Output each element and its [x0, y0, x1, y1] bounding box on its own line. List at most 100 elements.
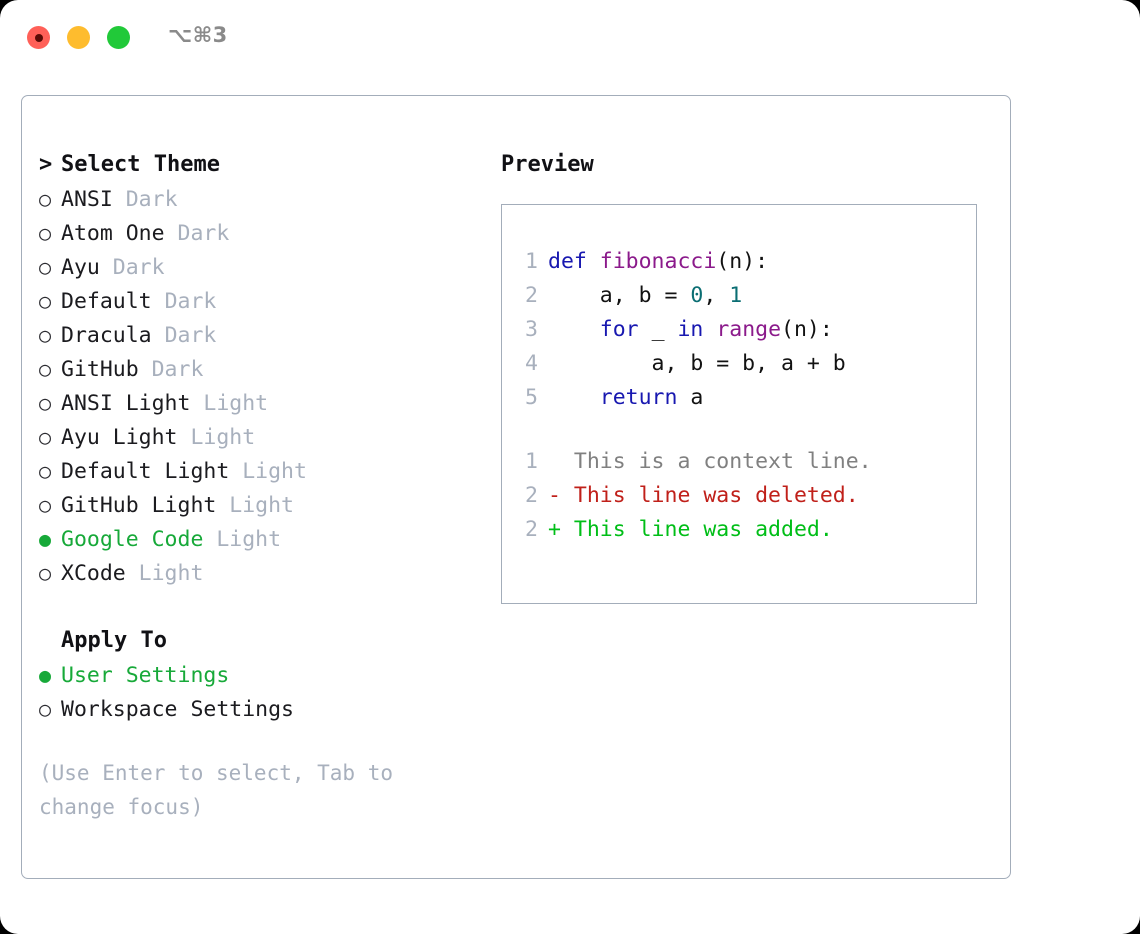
- traffic-lights: [27, 26, 130, 49]
- radio-unselected-icon: ○: [39, 391, 52, 415]
- apply-to-header: Apply To: [39, 624, 489, 658]
- theme-variant-tag: Dark: [164, 323, 217, 348]
- theme-picker-frame: >Select Theme ○ANSI Dark○Atom One Dark○A…: [21, 95, 1011, 879]
- radio-unselected-icon: ○: [39, 255, 52, 279]
- diff-text: + This line was added.: [548, 517, 833, 542]
- code-token: return: [599, 385, 678, 410]
- code-token: (n):: [781, 317, 833, 342]
- radio-selected-icon: ●: [39, 527, 52, 551]
- diff-line-del: 2 - This line was deleted.: [514, 479, 968, 513]
- code-line: 2 a, b = 0, 1: [514, 279, 968, 313]
- theme-option-github-light[interactable]: ○ GitHub Light Light: [39, 488, 489, 522]
- radio-unselected-icon: ○: [39, 187, 52, 211]
- code-token: in: [677, 317, 704, 342]
- theme-option-google-code[interactable]: ● Google Code Light: [39, 522, 489, 556]
- list-spacer: [39, 590, 489, 624]
- theme-option-ayu[interactable]: ○ Ayu Dark: [39, 250, 489, 284]
- radio-unselected-icon: ○: [39, 357, 52, 381]
- code-diff-separator: [514, 415, 968, 445]
- select-theme-header: > Select Theme: [39, 148, 489, 182]
- theme-variant-tag: Light: [242, 459, 307, 484]
- zoom-button[interactable]: [107, 26, 130, 49]
- theme-option-ayu-light[interactable]: ○ Ayu Light Light: [39, 420, 489, 454]
- theme-name: GitHub Light: [61, 493, 230, 518]
- code-line: 5 return a: [514, 381, 968, 415]
- apply-option-user-settings[interactable]: ● User Settings: [39, 658, 489, 692]
- code-token: a: [677, 385, 704, 410]
- theme-variant-tag: Dark: [164, 289, 217, 314]
- theme-name: Default: [61, 289, 165, 314]
- code-token: fibonacci: [599, 249, 717, 274]
- theme-option-xcode[interactable]: ○XCode Light: [39, 556, 489, 590]
- code-token: a, b = b, a + b: [548, 351, 846, 376]
- select-theme-label: Select Theme: [61, 152, 220, 177]
- line-number: 4: [525, 351, 538, 376]
- theme-option-default[interactable]: ○ Default Dark: [39, 284, 489, 318]
- theme-name: ANSI: [61, 187, 126, 212]
- diff-line-ctx: 1 This is a context line.: [514, 445, 968, 479]
- theme-option-dracula[interactable]: ○Dracula Dark: [39, 318, 489, 352]
- theme-name: Ayu: [61, 255, 113, 280]
- apply-to-options-list: ● User Settings ○ Workspace Settings: [39, 658, 489, 726]
- code-token: 1: [729, 283, 743, 308]
- radio-unselected-icon: ○: [39, 493, 52, 517]
- radio-unselected-icon: ○: [39, 289, 52, 313]
- radio-unselected-icon: ○: [39, 425, 52, 449]
- theme-option-ansi-light[interactable]: ○ ANSI Light Light: [39, 386, 489, 420]
- theme-option-default-light[interactable]: ○Default Light Light: [39, 454, 489, 488]
- line-number: 2: [525, 283, 538, 308]
- line-number: 2: [525, 483, 538, 508]
- line-number: 5: [525, 385, 538, 410]
- title-bar: ⌥⌘3: [0, 0, 1140, 78]
- apply-to-label: Apply To: [61, 628, 167, 653]
- radio-unselected-icon: ○: [39, 221, 52, 245]
- code-token: [548, 385, 600, 410]
- code-line: 4 a, b = b, a + b: [514, 347, 968, 381]
- theme-variant-tag: Light: [229, 493, 295, 518]
- radio-unselected-icon: ○: [39, 697, 52, 721]
- theme-option-ansi[interactable]: ○ANSI Dark: [39, 182, 489, 216]
- prompt-caret-icon: >: [39, 152, 53, 177]
- theme-option-github[interactable]: ○GitHub Dark: [39, 352, 489, 386]
- theme-options-list: ○ANSI Dark○Atom One Dark○Ayu Dark○Defaul…: [39, 182, 489, 590]
- code-token: [548, 317, 600, 342]
- close-button[interactable]: [27, 26, 50, 49]
- code-token: ,: [703, 283, 730, 308]
- apply-option-workspace-settings[interactable]: ○ Workspace Settings: [39, 692, 489, 726]
- theme-name: Dracula: [61, 323, 165, 348]
- theme-variant-tag: Dark: [112, 255, 165, 280]
- theme-variant-tag: Dark: [151, 357, 204, 382]
- theme-variant-tag: Light: [190, 425, 256, 450]
- code-token: range: [716, 317, 782, 342]
- theme-variant-tag: Light: [216, 527, 282, 552]
- theme-variant-tag: Light: [203, 391, 269, 416]
- code-token: def: [548, 249, 600, 274]
- theme-variant-tag: Light: [138, 561, 204, 586]
- theme-name: Default Light: [61, 459, 243, 484]
- diff-line-add: 2+ This line was added.: [514, 513, 968, 547]
- theme-option-atom-one[interactable]: ○Atom One Dark: [39, 216, 489, 250]
- keyboard-hint-text: (Use Enter to select, Tab to change focu…: [39, 761, 394, 819]
- theme-variant-tag: Dark: [177, 221, 230, 246]
- diff-sample: 1 This is a context line. 2 - This line wa…: [514, 445, 968, 547]
- minimize-button[interactable]: [67, 26, 90, 49]
- theme-name: ANSI Light: [61, 391, 204, 416]
- theme-name: Ayu Light: [61, 425, 191, 450]
- line-number: 3: [525, 317, 538, 342]
- radio-selected-icon: ●: [39, 663, 52, 687]
- apply-option-label: Workspace Settings: [61, 697, 294, 722]
- diff-text: - This line was deleted.: [548, 483, 859, 508]
- code-token: 0: [690, 283, 704, 308]
- code-token: _: [638, 317, 678, 342]
- keyboard-shortcut-label: ⌥⌘3: [168, 23, 228, 47]
- apply-option-label: User Settings: [61, 663, 230, 688]
- theme-name: Google Code: [61, 527, 217, 552]
- radio-unselected-icon: ○: [39, 561, 52, 585]
- diff-text: This is a context line.: [548, 449, 872, 474]
- theme-list-panel: >Select Theme ○ANSI Dark○Atom One Dark○A…: [39, 148, 489, 726]
